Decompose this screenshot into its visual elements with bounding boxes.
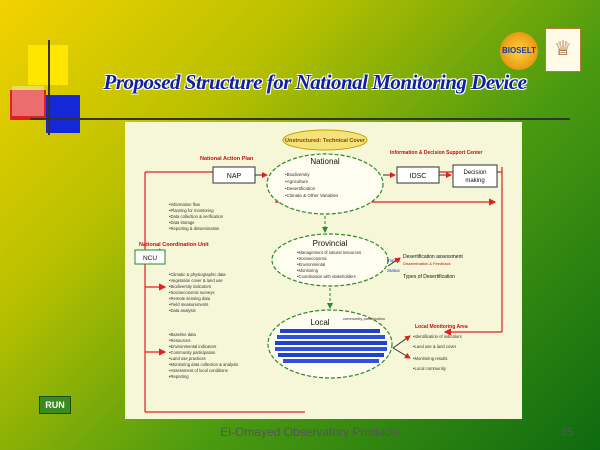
decor-horizontal-line xyxy=(30,118,570,120)
svg-text:•Planning for monitoring: •Planning for monitoring xyxy=(169,208,214,213)
svg-text:•Remote sensing data: •Remote sensing data xyxy=(169,296,211,301)
svg-text:•Environmental indicators: •Environmental indicators xyxy=(169,344,216,349)
svg-text:•Climate & Other Variables: •Climate & Other Variables xyxy=(285,193,339,198)
structure-diagram: Unstructured: Technical Cover National A… xyxy=(134,129,503,413)
svg-text:Unstructured: Technical Cover: Unstructured: Technical Cover xyxy=(285,138,366,144)
svg-text:•Agriculture: •Agriculture xyxy=(285,179,309,184)
svg-text:•Monitoring results: •Monitoring results xyxy=(413,356,448,361)
svg-text:•Data collection & verificatio: •Data collection & verification xyxy=(169,214,224,219)
svg-text:•Resources: •Resources xyxy=(169,338,190,343)
svg-text:•Reporting & dissemination: •Reporting & dissemination xyxy=(169,226,220,231)
svg-text:•Environmental: •Environmental xyxy=(297,262,325,267)
slide-footer: El-Omayed Observatory Products xyxy=(220,425,400,439)
svg-text:•Assessment of local condition: •Assessment of local conditions xyxy=(169,368,228,373)
svg-text:Types of Desertification: Types of Desertification xyxy=(403,274,455,280)
svg-text:NCU: NCU xyxy=(143,255,157,262)
slide-title: Proposed Structure for National Monitori… xyxy=(103,70,527,94)
provincial-label: Provincial xyxy=(313,239,348,248)
svg-text:making: making xyxy=(465,178,484,184)
university-logo-icon: ♕ xyxy=(545,28,581,72)
svg-text:•Vegetation cover & land use: •Vegetation cover & land use xyxy=(169,278,223,283)
svg-text:•Management of natural resourc: •Management of natural resources xyxy=(297,250,361,255)
svg-text:•Socioeconomic: •Socioeconomic xyxy=(297,256,327,261)
national-oval xyxy=(266,153,384,215)
run-button[interactable]: RUN xyxy=(39,396,71,414)
page-number: 35 xyxy=(560,425,574,439)
svg-text:Desertification assessment: Desertification assessment xyxy=(403,254,463,260)
svg-text:•Monitoring data collection &: •Monitoring data collection & analysis xyxy=(169,362,238,367)
svg-text:•Community participation: •Community participation xyxy=(169,350,216,355)
idsc-heading: Information & Decision Support Center xyxy=(390,150,483,156)
ncu-box xyxy=(134,249,166,265)
svg-text:•Field measurements: •Field measurements xyxy=(169,302,208,307)
svg-text:Impact: Impact xyxy=(387,258,401,263)
decor-white-square xyxy=(12,86,44,116)
svg-text:•Identification of indicators: •Identification of indicators xyxy=(413,334,462,339)
svg-text:•Reporting: •Reporting xyxy=(169,374,189,379)
diagram-frame: Unstructured: Technical Cover National A… xyxy=(125,122,522,419)
decor-blue-square xyxy=(46,95,80,133)
svg-text:•Data storage: •Data storage xyxy=(169,220,195,225)
local-label: Local xyxy=(310,318,329,327)
svg-text:Dissemination & Feedback: Dissemination & Feedback xyxy=(403,261,451,266)
svg-text:•Monitoring: •Monitoring xyxy=(297,268,319,273)
decision-making-box xyxy=(452,164,498,188)
decor-red-square xyxy=(10,90,46,120)
svg-text:•Land use & land cover: •Land use & land cover xyxy=(413,344,457,349)
national-label: National xyxy=(310,157,340,166)
svg-text:•Desertification: •Desertification xyxy=(285,186,316,191)
svg-text:•Coordination with stakeholder: •Coordination with stakeholders xyxy=(297,274,356,279)
svg-text:community participation: community participation xyxy=(343,316,385,321)
svg-text:•Biodiversity indicators: •Biodiversity indicators xyxy=(169,284,211,289)
svg-text:•Baseline data: •Baseline data xyxy=(169,332,197,337)
local-band xyxy=(280,329,380,333)
technical-cover-oval xyxy=(282,129,368,151)
provincial-oval xyxy=(271,233,389,287)
svg-text:IDSC: IDSC xyxy=(410,173,427,180)
svg-text:Decision: Decision xyxy=(463,170,486,176)
svg-text:•Land use practices: •Land use practices xyxy=(169,356,206,361)
svg-text:•Data analysis: •Data analysis xyxy=(169,308,196,313)
svg-text:•Socioeconomic surveys: •Socioeconomic surveys xyxy=(169,290,214,295)
svg-text:•Information flow: •Information flow xyxy=(169,202,201,207)
decor-vertical-line xyxy=(48,40,50,135)
svg-text:•Climatic & physiographic data: •Climatic & physiographic data xyxy=(169,272,226,277)
svg-text:Status: Status xyxy=(387,268,401,273)
nap-heading: National Action Plan xyxy=(200,156,254,162)
ncu-heading: National Coordination Unit xyxy=(139,242,209,248)
svg-text:•Local community: •Local community xyxy=(413,366,447,371)
local-monitoring-heading: Local Monitoring Area xyxy=(415,324,468,330)
svg-text:•Biodiversity: •Biodiversity xyxy=(285,172,310,177)
bioselt-logo: BIOSELT xyxy=(500,32,538,70)
svg-text:NAP: NAP xyxy=(227,173,242,180)
